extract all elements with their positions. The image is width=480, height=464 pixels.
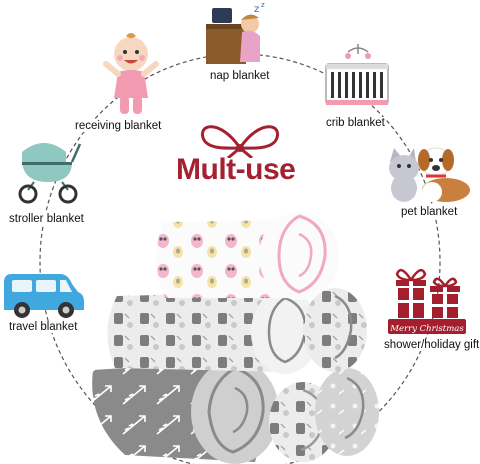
stroller-blanket-label: stroller blanket	[8, 213, 85, 225]
svg-text:z: z	[254, 4, 259, 15]
nap-blanket-label: nap blanket	[209, 70, 271, 82]
page-title: Mult-use	[176, 153, 296, 186]
person-napping-at-desk-icon: z z	[206, 2, 265, 64]
travel-blanket-label: travel blanket	[8, 321, 79, 333]
crib-blanket-label: crib blanket	[325, 117, 386, 129]
baby-stroller-icon	[18, 143, 82, 204]
crib-icon	[325, 44, 389, 105]
gift-boxes-icon	[395, 268, 460, 318]
merry-christmas-banner: Merry Christmas	[388, 319, 466, 334]
ribbon-bow-icon	[200, 125, 280, 158]
pet-blanket-label: pet blanket	[400, 206, 459, 218]
merry-christmas-text: Merry Christmas	[390, 324, 464, 334]
car-icon	[4, 274, 84, 318]
shower-holiday-gift-label: shower/holiday gift	[383, 339, 480, 351]
baby-icon	[103, 33, 159, 114]
cat-and-dog-icon	[389, 147, 470, 202]
svg-text:z: z	[261, 2, 265, 9]
receiving-blanket-label: receiving blanket	[74, 120, 163, 132]
rolled-blankets-stack	[92, 212, 379, 464]
